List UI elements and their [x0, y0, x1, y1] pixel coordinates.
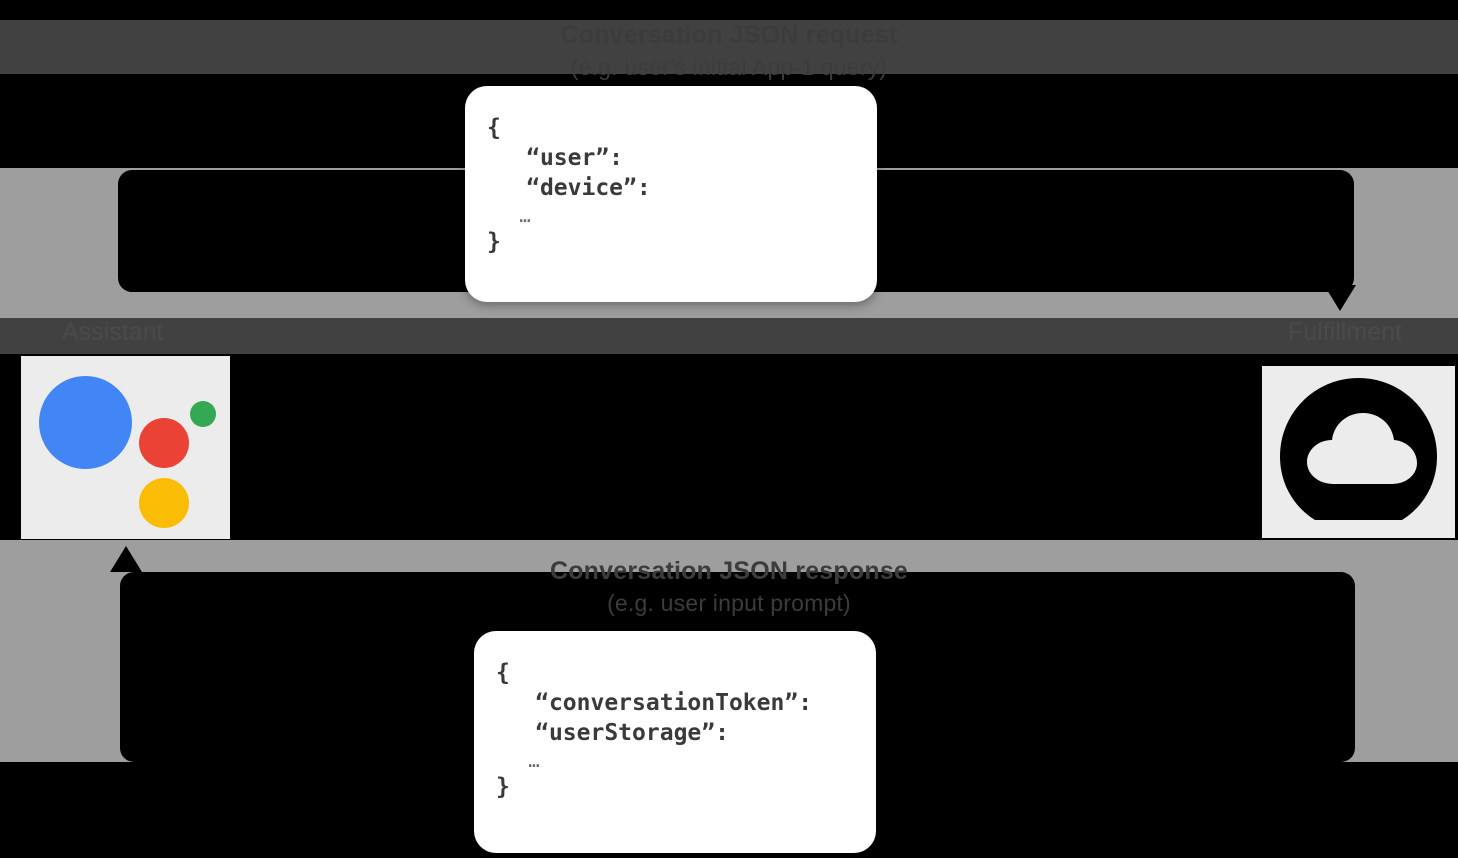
- google-assistant-icon[interactable]: [21, 356, 230, 539]
- response-arrow-head-icon: [110, 546, 142, 572]
- request-json-line-1: “user”:: [526, 144, 624, 171]
- response-json-line-0: {: [496, 660, 510, 686]
- cloud-function-icon[interactable]: [1262, 366, 1455, 538]
- request-json-line-4: }: [487, 229, 501, 256]
- assistant-endpoint-label: Assistant: [62, 318, 164, 346]
- response-caption-title: Conversation JSON response: [549, 557, 909, 585]
- assistant-dot-green-icon: [190, 401, 216, 427]
- request-json-line-2: “device”:: [526, 174, 651, 201]
- response-json-line-4: }: [496, 774, 510, 801]
- band-divider-top: [0, 20, 1458, 74]
- response-caption-subtitle: (e.g. user input prompt): [607, 589, 851, 616]
- response-json-line-2: “userStorage”:: [535, 719, 729, 746]
- request-caption-subtitle: (e.g. user's initial App-1 query): [570, 53, 888, 80]
- cloud-function-glyph-icon: [1280, 378, 1437, 520]
- assistant-dot-red-icon: [139, 418, 189, 468]
- response-json-line-3: …: [528, 749, 540, 772]
- assistant-dot-yellow-icon: [139, 478, 189, 528]
- request-caption-title: Conversation JSON request: [560, 21, 898, 49]
- response-caption: Conversation JSON response (e.g. user in…: [0, 556, 1458, 617]
- response-json-line-1: “conversationToken”:: [535, 689, 813, 716]
- request-json-line-0: {: [487, 115, 501, 141]
- request-caption: Conversation JSON request (e.g. user's i…: [0, 20, 1458, 81]
- fulfillment-endpoint-label: Fulfillment: [1288, 318, 1402, 346]
- request-json-card: { “user”: “device”: … }: [465, 86, 877, 302]
- response-json-card: { “conversationToken”: “userStorage”: … …: [474, 631, 876, 853]
- request-arrow-head-icon: [1324, 285, 1356, 311]
- assistant-dot-blue-icon: [39, 376, 132, 469]
- band-upper-dark: [0, 318, 1458, 354]
- request-json-line-3: …: [519, 204, 531, 227]
